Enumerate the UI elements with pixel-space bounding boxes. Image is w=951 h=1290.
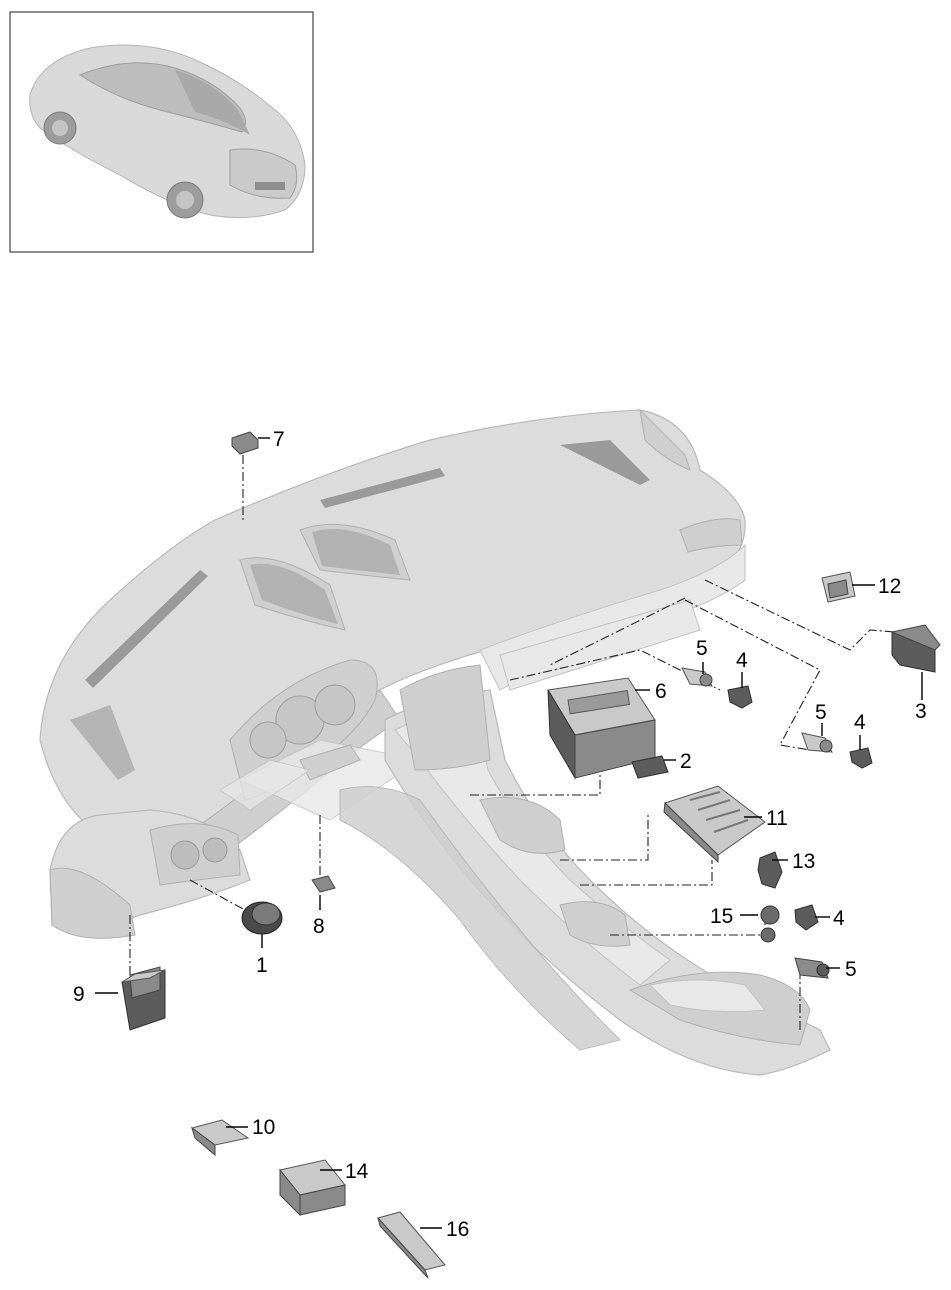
callout-5a[interactable]: 5: [696, 637, 708, 660]
part-13: [663, 785, 766, 864]
defrost-vents: [85, 440, 650, 688]
part-14: [757, 851, 783, 889]
dashboard-assembly: [39, 408, 831, 1076]
callout-12[interactable]: 12: [878, 575, 901, 598]
part-16: [377, 1211, 446, 1279]
part-12: [821, 571, 856, 603]
part-15: [760, 905, 780, 943]
callout-16[interactable]: 16: [446, 1218, 469, 1241]
part-6: [547, 677, 656, 780]
callout-3[interactable]: 3: [915, 700, 927, 723]
callout-2[interactable]: 2: [680, 750, 692, 773]
callouts: 7 12 3 5 4 6 5 4 2 11 13 15 4 5 1 8 9 10…: [73, 428, 927, 1241]
part-2: [631, 755, 669, 779]
callout-14[interactable]: 13: [792, 850, 815, 873]
callout-10[interactable]: 10: [252, 1116, 275, 1139]
part-4-right: [849, 747, 873, 769]
vehicle-thumbnail: [9, 11, 314, 253]
callout-5b[interactable]: 5: [815, 701, 827, 724]
callout-4a[interactable]: 4: [736, 649, 748, 672]
part-3: [890, 624, 941, 673]
part-1: [241, 901, 283, 935]
part-5-upper: [681, 667, 713, 687]
callout-7[interactable]: 7: [273, 428, 285, 451]
part-5-lower: [794, 957, 830, 979]
part-4-lower: [794, 904, 819, 931]
center-air-vents: [239, 523, 411, 631]
callout-5c[interactable]: 5: [845, 958, 857, 981]
callout-4b[interactable]: 4: [854, 711, 866, 734]
part-8: [311, 875, 336, 893]
part-10: [190, 1119, 250, 1157]
callout-11[interactable]: 14: [345, 1160, 369, 1183]
callout-8[interactable]: 8: [313, 915, 325, 938]
part-5-right: [801, 732, 833, 753]
part-11: [279, 1159, 346, 1217]
part-7: [231, 431, 259, 455]
callout-6[interactable]: 6: [655, 680, 667, 703]
car-illustration: [29, 44, 306, 219]
part-4-upper: [727, 685, 753, 709]
callout-4c[interactable]: 4: [833, 907, 845, 930]
callout-1[interactable]: 1: [256, 954, 268, 977]
callout-leaders: [95, 437, 923, 1229]
callout-9[interactable]: 9: [73, 983, 85, 1006]
callout-15[interactable]: 15: [710, 905, 733, 928]
callout-13[interactable]: 11: [766, 807, 788, 830]
part-9: [121, 966, 166, 1031]
